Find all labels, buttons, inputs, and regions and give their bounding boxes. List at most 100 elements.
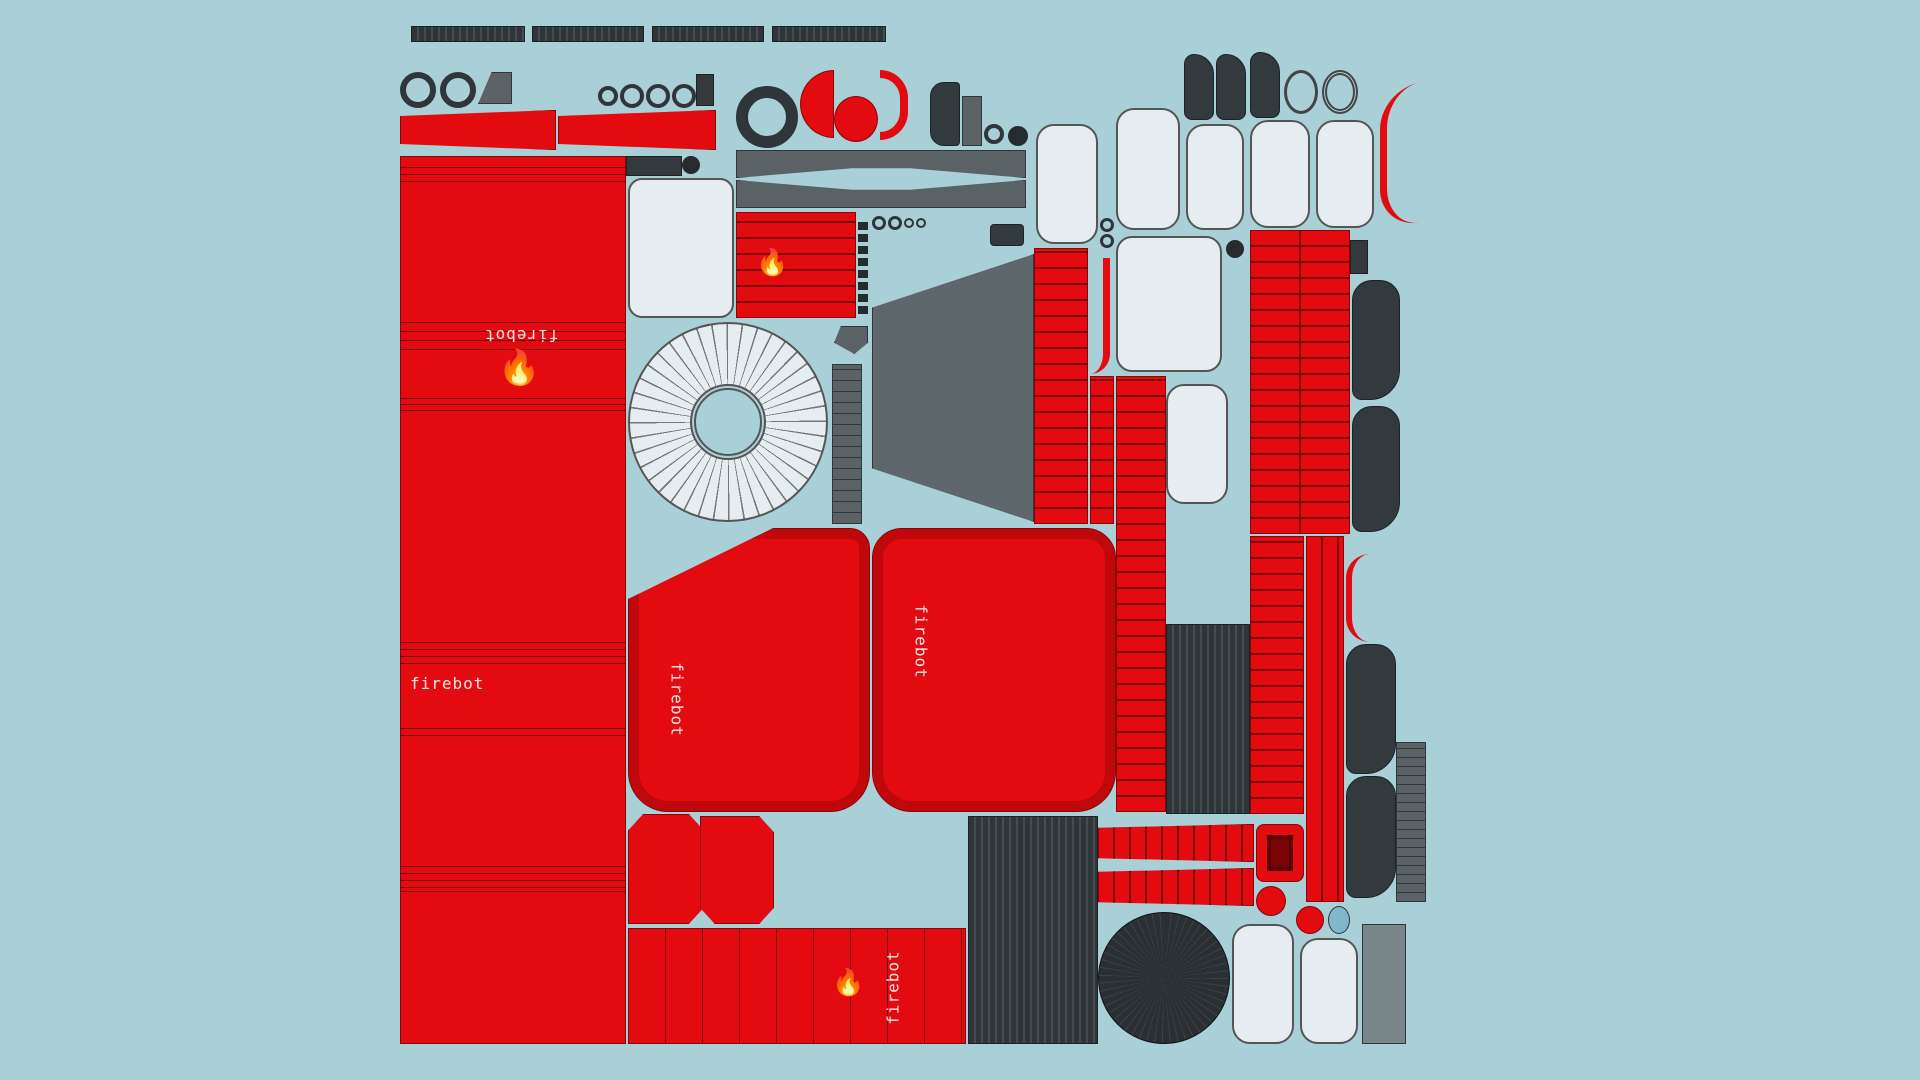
main-red-panel [400,156,626,1044]
window-panel-3 [1116,108,1180,230]
wedge [478,72,512,104]
flame-logo-icon: 🔥 [498,348,541,388]
window-panel-10 [1300,938,1358,1044]
flame-panel [736,212,856,318]
tread-strip-3 [652,26,764,42]
red-bumper-panel [628,928,966,1044]
red-block-1 [628,814,704,924]
brand-label: firebot [667,662,687,737]
axle-1 [736,150,1026,178]
small-dark-block [990,224,1024,246]
brand-label: firebot [410,674,485,693]
red-rail-2 [1090,258,1110,374]
tire-ring [736,86,798,148]
axle-2 [736,180,1026,208]
flame-logo-icon: 🔥 [756,248,789,278]
stripe-band-3 [400,396,626,416]
mirror-ring-1 [1284,70,1318,114]
small-dark-2 [1350,240,1368,274]
window-panel-4 [1186,124,1244,230]
red-strip-1 [1034,248,1088,524]
bolt-ring-3 [904,218,914,228]
dark-grille-1 [1166,624,1250,814]
dot-2 [1008,126,1028,146]
red-bar-1 [400,110,556,150]
brand-label: firebot [911,604,931,679]
ring-5 [646,84,670,108]
dark-cap-3 [1250,52,1280,118]
window-panel-5 [1250,120,1310,228]
dark-grille-2 [968,816,1098,1044]
door-panel-left [628,528,870,812]
ring-8 [1100,218,1114,232]
ring-1 [400,72,436,108]
ring-3 [598,86,618,106]
stripe-band-7 [400,880,626,892]
red-arc [880,70,908,140]
red-frame [1256,824,1304,882]
red-rail-3 [1346,554,1370,642]
grey-body-panel [872,254,1034,522]
red-tall-strip-3 [1250,536,1304,814]
tread-strip-1 [411,26,525,42]
window-panel-9 [1232,924,1294,1044]
small-block-1 [626,156,682,176]
door-panel-right [872,528,1116,812]
stripe-band-4 [400,640,626,670]
window-panel-8 [1166,384,1228,504]
red-tube-2 [1098,868,1254,906]
red-round-1 [1256,886,1286,916]
window-panel-7 [1116,236,1222,372]
wheel-hub-hole [690,384,766,460]
blue-light [1328,906,1350,934]
red-disc [834,96,878,142]
dark-cap [930,82,960,146]
stripe-band-1 [400,166,626,188]
small-cylinder [696,74,714,106]
tread-strip-4 [772,26,886,42]
seat-3 [1346,644,1396,774]
red-strip-3 [1116,376,1166,812]
red-tall-strip-4 [1306,536,1344,902]
ring-9 [1100,234,1114,248]
stripe-band-6 [400,864,626,894]
stripe-band-2 [400,318,626,358]
bolt-ring-1 [872,216,886,230]
red-block-2 [700,816,774,924]
dark-wheel-disc [1098,912,1230,1044]
red-half-disc [800,70,834,138]
grey-hex [834,326,868,354]
tread-strip-2 [532,26,644,42]
window-panel-2 [1036,124,1098,244]
red-tall-strip-1 [1250,230,1300,534]
dot-3 [1226,240,1244,258]
bolt-ring-2 [888,216,902,230]
mirror-ring-2 [1322,70,1358,114]
red-tube-1 [1098,824,1254,862]
red-strip-2 [1090,376,1114,524]
wheel-rim [628,322,828,522]
flame-logo-icon: 🔥 [832,968,865,998]
window-panel-1 [628,178,734,318]
ring-7 [984,124,1004,144]
grey-texture-strip [1362,924,1406,1044]
dark-cap-1 [1184,54,1214,120]
brand-label: firebot [484,326,559,345]
ring-6 [672,84,696,108]
bolt-ring-4 [916,218,926,228]
red-bar-2 [558,110,716,150]
dot-1 [682,156,700,174]
seat-4 [1346,776,1396,898]
stripe-band-5 [400,722,626,742]
small-grey [962,96,982,146]
grey-strip-right [1396,742,1426,902]
window-panel-6 [1316,120,1374,228]
bolt-column [858,222,868,314]
brand-label: firebot [883,950,903,1025]
grey-strip [832,364,862,524]
seat-1 [1352,280,1400,400]
dark-cap-2 [1216,54,1246,120]
ring-2 [440,72,476,108]
red-rail-arc [1380,82,1420,230]
seat-2 [1352,406,1400,532]
